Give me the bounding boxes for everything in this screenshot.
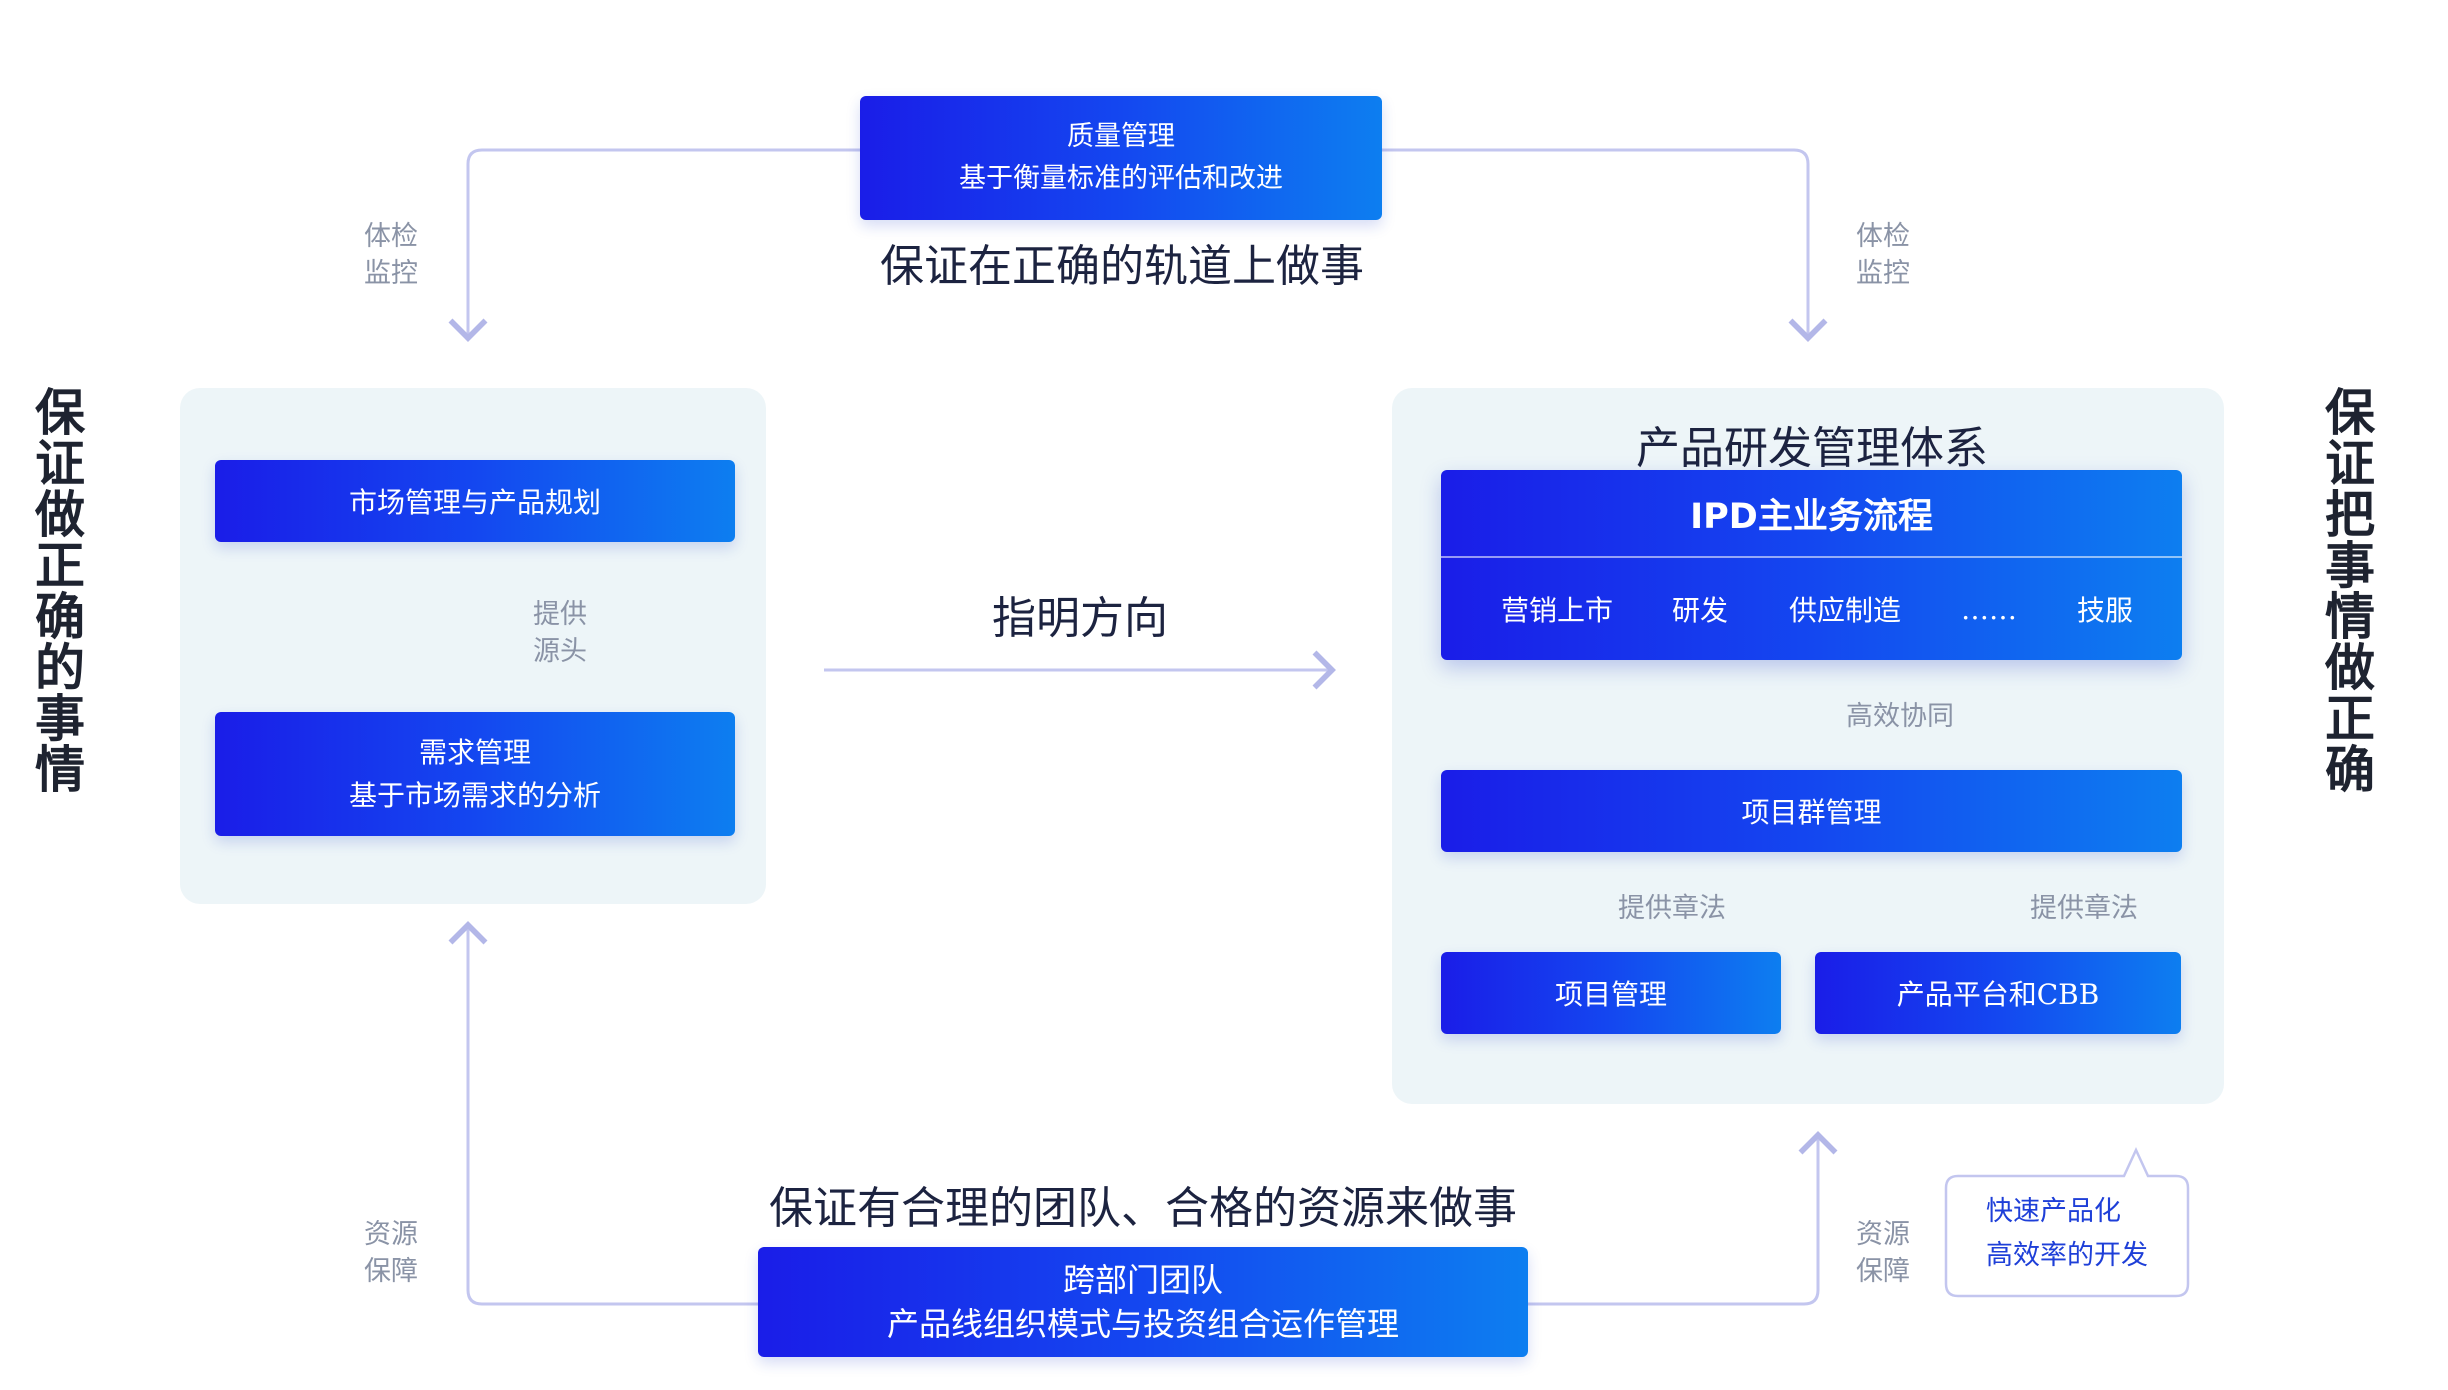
cross-team-box: 跨部门团队 产品线组织模式与投资组合运作管理 xyxy=(758,1247,1528,1357)
ipd-stages: 营销上市 研发 供应制造 …… 技服 xyxy=(1441,558,2182,660)
resource-label-left: 资源 保障 xyxy=(364,1219,418,1287)
top-caption: 保证在正确的轨道上做事 xyxy=(880,241,1364,292)
bottom-caption: 保证有合理的团队、合格的资源来做事 xyxy=(769,1183,1517,1234)
callout-text: 快速产品化 高效率的开发 xyxy=(1986,1196,2148,1271)
ipd-stage-rd: 研发 xyxy=(1672,594,1729,627)
monitor-label-right: 体检 监控 xyxy=(1856,221,1910,289)
top-right-connector xyxy=(1382,148,1828,342)
demand-management-box: 需求管理 基于市场需求的分析 xyxy=(215,712,735,836)
left-vertical-title: 保 证 做 正 确 的 事 情 xyxy=(35,384,85,799)
bottom-left-connector xyxy=(448,921,758,1306)
method-label-right: 提供章法 xyxy=(2030,893,2138,924)
quality-title: 质量管理 xyxy=(1067,121,1175,152)
callout-bubble xyxy=(1944,1147,2190,1298)
direction-label: 指明方向 xyxy=(992,593,1168,644)
project-management-box: 项目管理 xyxy=(1441,952,1781,1034)
right-vertical-title: 保 证 把 事 情 做 正 确 xyxy=(2325,384,2375,799)
ipd-title: IPD主业务流程 xyxy=(1690,496,1933,537)
quality-management-box: 质量管理 基于衡量标准的评估和改进 xyxy=(860,96,1382,220)
monitor-label-left: 体检 监控 xyxy=(364,221,418,289)
program-management-box: 项目群管理 xyxy=(1441,770,2182,852)
ipd-stage-marketing: 营销上市 xyxy=(1501,594,1614,627)
market-management-box: 市场管理与产品规划 xyxy=(215,460,735,542)
quality-subtitle: 基于衡量标准的评估和改进 xyxy=(959,163,1283,194)
ipd-process-box: IPD主业务流程 营销上市 研发 供应制造 …… 技服 xyxy=(1441,470,2182,660)
resource-label-right: 资源 保障 xyxy=(1856,1219,1910,1287)
ipd-stage-ellipsis: …… xyxy=(1961,592,2017,626)
provide-source-label: 提供 源头 xyxy=(533,599,587,667)
bottom-right-connector xyxy=(1528,1131,1838,1306)
top-left-connector xyxy=(448,148,860,342)
ipd-divider xyxy=(1441,556,2182,558)
cross-team-title: 跨部门团队 xyxy=(1062,1261,1223,1299)
collab-label: 高效协同 xyxy=(1846,701,1954,732)
rd-system-title: 产品研发管理体系 xyxy=(1636,423,1988,474)
ipd-stage-tech-service: 技服 xyxy=(2077,594,2134,627)
method-label-left: 提供章法 xyxy=(1618,893,1726,924)
ipd-stage-supply: 供应制造 xyxy=(1789,594,1902,627)
product-platform-box: 产品平台和CBB xyxy=(1815,952,2181,1034)
cross-team-subtitle: 产品线组织模式与投资组合运作管理 xyxy=(886,1305,1399,1343)
